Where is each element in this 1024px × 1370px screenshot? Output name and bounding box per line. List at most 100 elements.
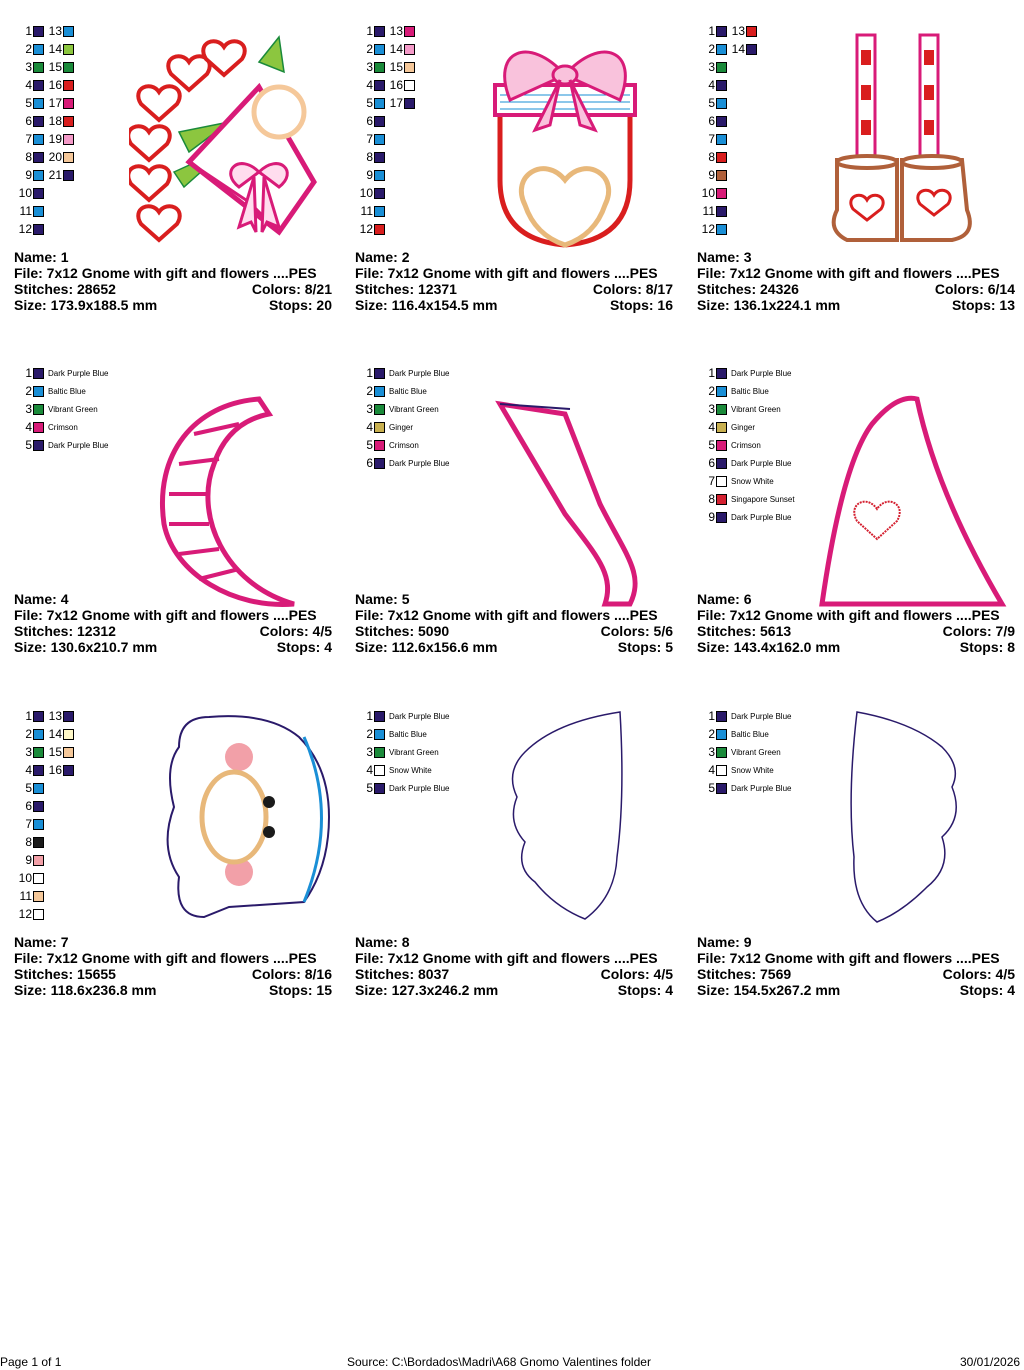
thread-number: 11: [19, 889, 32, 903]
thread-number: 16: [389, 78, 403, 92]
color-name: Baltic Blue: [48, 386, 86, 396]
color-swatch: [33, 151, 44, 163]
thread-number: 4: [366, 420, 373, 434]
color-swatch: [33, 187, 44, 199]
design-name: Name: 3: [697, 249, 752, 265]
legend-row: 2: [697, 40, 727, 58]
color-name: Dark Purple Blue: [48, 440, 109, 450]
color-swatch: [374, 367, 385, 379]
design-preview: [480, 30, 650, 255]
name-value: 3: [743, 249, 752, 265]
color-swatch: [746, 43, 757, 55]
stitches-value: 24326: [760, 281, 799, 297]
design-stops: Stops: 16: [609, 297, 673, 313]
color-swatch: [374, 746, 385, 758]
color-name: Crimson: [731, 440, 761, 450]
thread-number: 4: [708, 763, 715, 777]
design-colors: Colors: 8/21: [251, 281, 332, 297]
color-name: Dark Purple Blue: [731, 783, 792, 793]
thread-number: 3: [708, 402, 715, 416]
color-swatch: [716, 97, 727, 109]
color-swatch: [716, 710, 727, 722]
legend-row: 19: [44, 130, 74, 148]
design-stops: Stops: 13: [951, 297, 1015, 313]
color-name: Baltic Blue: [389, 729, 427, 739]
legend-row: 17: [44, 94, 74, 112]
thread-number: 2: [25, 384, 32, 398]
thread-number: 1: [708, 366, 715, 380]
color-swatch: [374, 223, 385, 235]
color-name: Dark Purple Blue: [731, 368, 792, 378]
color-name: Dark Purple Blue: [389, 711, 450, 721]
thread-number: 4: [25, 763, 32, 777]
design-preview: [505, 707, 645, 932]
legend-row: 7: [14, 815, 44, 833]
stitches-value: 12371: [418, 281, 457, 297]
design-stops: Stops: 4: [617, 982, 673, 998]
color-swatch: [33, 818, 44, 830]
color-name: Dark Purple Blue: [48, 368, 109, 378]
color-name: Baltic Blue: [731, 386, 769, 396]
legend-row: 2: [14, 725, 44, 743]
color-swatch: [33, 367, 44, 379]
legend-row: 6: [14, 797, 44, 815]
legend-row: 12: [14, 905, 44, 923]
color-swatch: [33, 908, 44, 920]
color-swatch: [374, 457, 385, 469]
legend-row: 12: [355, 220, 385, 238]
design-file: File: 7x12 Gnome with gift and flowers .…: [14, 607, 317, 623]
design-file: File: 7x12 Gnome with gift and flowers .…: [355, 265, 658, 281]
size-value: 130.6x210.7 mm: [50, 639, 158, 655]
size-value: 118.6x236.8 mm: [50, 982, 157, 998]
stitches-value: 7569: [760, 966, 792, 982]
design-stops: Stops: 5: [617, 639, 673, 655]
color-swatch: [716, 475, 727, 487]
color-swatch: [716, 764, 727, 776]
color-swatch: [716, 223, 727, 235]
thread-number: 9: [366, 168, 373, 182]
legend-row: 14: [727, 40, 757, 58]
legend-row: 14: [44, 40, 74, 58]
color-swatch: [716, 746, 727, 758]
thread-number: 9: [708, 510, 715, 524]
colors-value: 8/16: [304, 966, 332, 982]
color-swatch: [63, 97, 74, 109]
design-colors: Colors: 8/16: [251, 966, 332, 982]
color-name: Snow White: [731, 476, 774, 486]
color-swatch: [33, 25, 44, 37]
color-swatch: [33, 133, 44, 145]
thread-number: 2: [366, 384, 373, 398]
color-swatch: [716, 115, 727, 127]
thread-number: 5: [25, 781, 32, 795]
color-name: Dark Purple Blue: [389, 783, 450, 793]
color-name: Ginger: [731, 422, 756, 432]
thread-number: 19: [48, 132, 62, 146]
thread-number: 4: [708, 78, 715, 92]
color-name: Crimson: [48, 422, 78, 432]
legend-row: 16: [44, 761, 74, 779]
legend-row: 12: [14, 220, 44, 238]
stops-value: 4: [324, 639, 332, 655]
thread-number: 5: [25, 438, 32, 452]
color-swatch: [374, 205, 385, 217]
legend-row: 5 Dark Purple Blue: [14, 436, 108, 454]
colors-value: 4/5: [995, 966, 1015, 982]
thread-number: 15: [48, 60, 62, 74]
color-swatch: [63, 61, 74, 73]
colors-value: 4/5: [653, 966, 673, 982]
design-colors: Colors: 6/14: [934, 281, 1015, 297]
